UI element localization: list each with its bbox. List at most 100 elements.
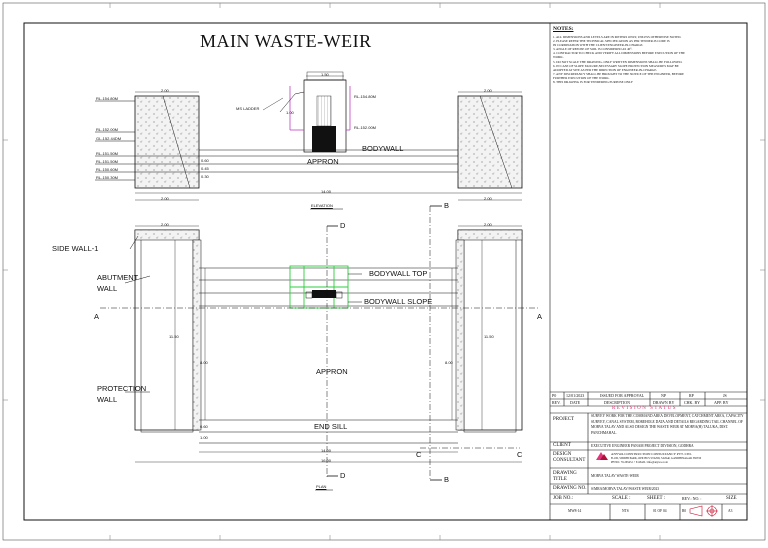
note-item: 3. ANGLE OF REPOSE OF SOIL IS CONSIDERED… — [553, 47, 633, 52]
dimension-text: 2.00 — [161, 196, 169, 201]
size-label: SIZE — [726, 496, 737, 501]
section-marker-d: D — [340, 471, 346, 480]
client-text: EXECUTIVE ENGINEER PANAM PROJECT DIVISIO… — [591, 444, 694, 448]
level-label: GL-152.44DM — [96, 136, 122, 141]
dimension-text: 1.50 — [321, 72, 329, 77]
dimension-text: 1.00 — [286, 110, 294, 115]
app-by-header: APP. BY — [714, 400, 729, 405]
scale-label: SCALE : — [612, 496, 631, 501]
protection-wall-label: PROTECTION WALL — [97, 384, 147, 404]
project-label: PROJECT — [553, 417, 575, 422]
revision-status-banner: REVISION STATUS — [612, 406, 678, 411]
abutment-wall-label: ABUTMENT WALL — [97, 273, 139, 293]
rev-date-cell: 12/01/2023 — [566, 393, 585, 398]
sheet-label: SHEET : — [647, 496, 666, 501]
rev-drawn-cell: NP — [661, 393, 667, 398]
scale-value: NTS — [622, 509, 629, 513]
level-label: RL-150.60M — [96, 167, 119, 172]
bodywall-label: BODYWALL — [362, 144, 404, 153]
note-item: 5. DO NOT SCALE THE DRAWING. ONLY WRITTE… — [553, 59, 683, 64]
rev-description-cell: ISSUED FOR APPROVAL — [600, 393, 645, 398]
rev-chk-cell: RP — [689, 393, 694, 398]
dimension-text: 14.00 — [321, 448, 332, 453]
dimension-text: 0.60 — [201, 158, 209, 163]
ms-ladder-label: MS LADDER — [236, 106, 260, 111]
plan-appron-label: APPRON — [316, 367, 348, 376]
dimension-text: 8.00 — [200, 360, 208, 365]
consultant-name: ANYWA CONSTRUCTION CONSULTANCY PVT. LTD. — [611, 452, 692, 456]
dimension-text: 0.60 — [200, 424, 208, 429]
dimension-text: 0.45 — [201, 166, 209, 171]
level-label: RL-152.00M — [354, 125, 377, 130]
sheet-value: 01 OF 04 — [653, 509, 667, 513]
right-abutment-section — [457, 95, 523, 189]
elevation-view — [95, 71, 523, 201]
rev-app-cell: JS — [723, 393, 727, 398]
dimension-text: 0.30 — [201, 174, 209, 179]
date-header: DATE — [570, 400, 581, 405]
level-label: RL-154.80M — [96, 96, 119, 101]
rev-no-value: R0 — [682, 509, 687, 513]
left-abutment-section — [134, 95, 200, 189]
section-marker-b: B — [444, 201, 450, 210]
projection-symbol-icon — [689, 505, 718, 517]
section-marker-a: A — [94, 312, 100, 321]
description-header: DESCRIPTION — [604, 400, 631, 405]
elevation-caption: ELEVATION — [311, 203, 333, 208]
note-item: 8. THIS DRAWING IS FOR TENDERING PURPOSE… — [553, 80, 633, 85]
section-marker-b: B — [444, 475, 450, 484]
rev-header: REV. — [552, 400, 561, 405]
drawing-title-label: DRAWING TITLE — [553, 471, 577, 482]
consultant-contact: PH NO. 79-26543.1 • E-MAIL: info@anywa.c… — [611, 461, 668, 464]
dimension-text: 11.50 — [484, 334, 494, 339]
notes-heading: NOTES: — [553, 26, 574, 32]
outer-border — [2, 2, 766, 541]
client-label: CLIENT — [553, 443, 571, 448]
job-no-value: MW8-14 — [568, 509, 582, 513]
section-marker-a: A — [537, 312, 543, 321]
project-text: SURVEY WORK FOR THE COMMAND AREA DEVELOP… — [591, 414, 744, 435]
dimension-text: 16.00 — [321, 458, 332, 463]
dimension-text: 1.00 — [200, 435, 208, 440]
note-item: IN CORDINATION WITH THE CLIENT/ENGINEER-… — [553, 43, 644, 48]
plan-view — [100, 205, 540, 481]
note-item: 4. CONTRACTOR TO CHECK AND VERIFY ALL DI… — [553, 51, 685, 56]
dimension-text: 2.00 — [161, 88, 169, 93]
note-item: WORK. — [553, 55, 564, 60]
section-marker-c: C — [517, 450, 523, 459]
rev-no-label: REV.: NO. : — [682, 496, 702, 501]
drawing-title-value: MORVA TALAV WASTE-WEIR — [591, 474, 639, 478]
side-wall-label: SIDE WALL-1 — [52, 244, 99, 253]
level-label: RL-151.50M — [96, 159, 119, 164]
border-ticks — [3, 3, 765, 540]
dimension-text: 8.00 — [445, 360, 453, 365]
dimension-text: 2.00 — [161, 222, 169, 227]
note-item: 7. ANY DISCREPANCY SHALL BE BROUGHT TO T… — [553, 71, 684, 76]
consultant-address: B-106, SIDDHI PARK, OPP. BUS STAND, SATA… — [611, 457, 702, 460]
bodywall-section — [312, 126, 336, 152]
note-item: 2. PLEASE REFER THE TECHNICAL SPECIFICAT… — [553, 39, 670, 44]
dimension-text: 14.00 — [321, 189, 332, 194]
rev-cell: P0 — [552, 393, 557, 398]
note-item: 1. ALL DIMENSIONS AND LEVELS ARE IN METE… — [553, 35, 682, 39]
bodywall-slope-label: BODYWALL SLOPE — [364, 297, 433, 306]
gate-frame — [289, 265, 349, 309]
drawn-by-header: DRAWN BY — [653, 400, 675, 405]
appron-label: APPRON — [307, 157, 339, 166]
section-marker-c: C — [416, 450, 422, 459]
chk-by-header: CHK. BY — [684, 400, 701, 405]
drawing-no-label: DRAWING NO. — [553, 486, 587, 491]
drawing-no-value: S/MRA/MORVA TALAV/WASTE WEIR/2023 — [591, 487, 660, 491]
bodywall-top-label: BODYWALL TOP — [369, 269, 428, 278]
note-item: FURTHER EXECUTION OF THE WORK. — [553, 75, 610, 80]
job-no-label: JOB NO.: — [553, 496, 574, 501]
dimension-text: 2.00 — [484, 88, 492, 93]
notes-list: 1. ALL DIMENSIONS AND LEVELS ARE IN METE… — [553, 35, 753, 84]
design-consultant-label: DESIGN CONSULTANT — [553, 452, 586, 463]
size-value: A3 — [728, 509, 733, 513]
section-marker-d: D — [340, 221, 346, 230]
end-sill-label: END SILL — [314, 422, 348, 431]
level-label: RL-154.80M — [354, 94, 377, 99]
